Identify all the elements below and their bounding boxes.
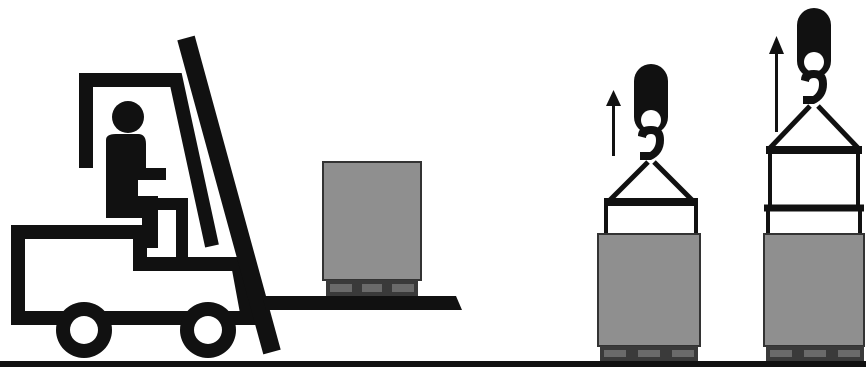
forklift-icon xyxy=(18,38,272,352)
crate-icon xyxy=(598,234,700,346)
crate-icon xyxy=(764,234,864,346)
ground-line xyxy=(0,361,866,367)
lifting-sling-icon xyxy=(770,106,858,148)
up-arrow-icon xyxy=(606,90,621,156)
crane-lift-single-panel xyxy=(598,64,700,361)
crane-lift-spreader-panel xyxy=(764,8,864,361)
fork-blade xyxy=(262,296,462,310)
forklift-panel xyxy=(18,38,462,358)
crane-hook-icon xyxy=(634,64,668,160)
up-arrow-icon xyxy=(769,36,784,132)
crate-icon xyxy=(323,162,421,280)
crane-hook-icon xyxy=(797,8,831,104)
spreader-bar-icon xyxy=(764,150,864,234)
lifting-sling-icon xyxy=(604,162,698,234)
